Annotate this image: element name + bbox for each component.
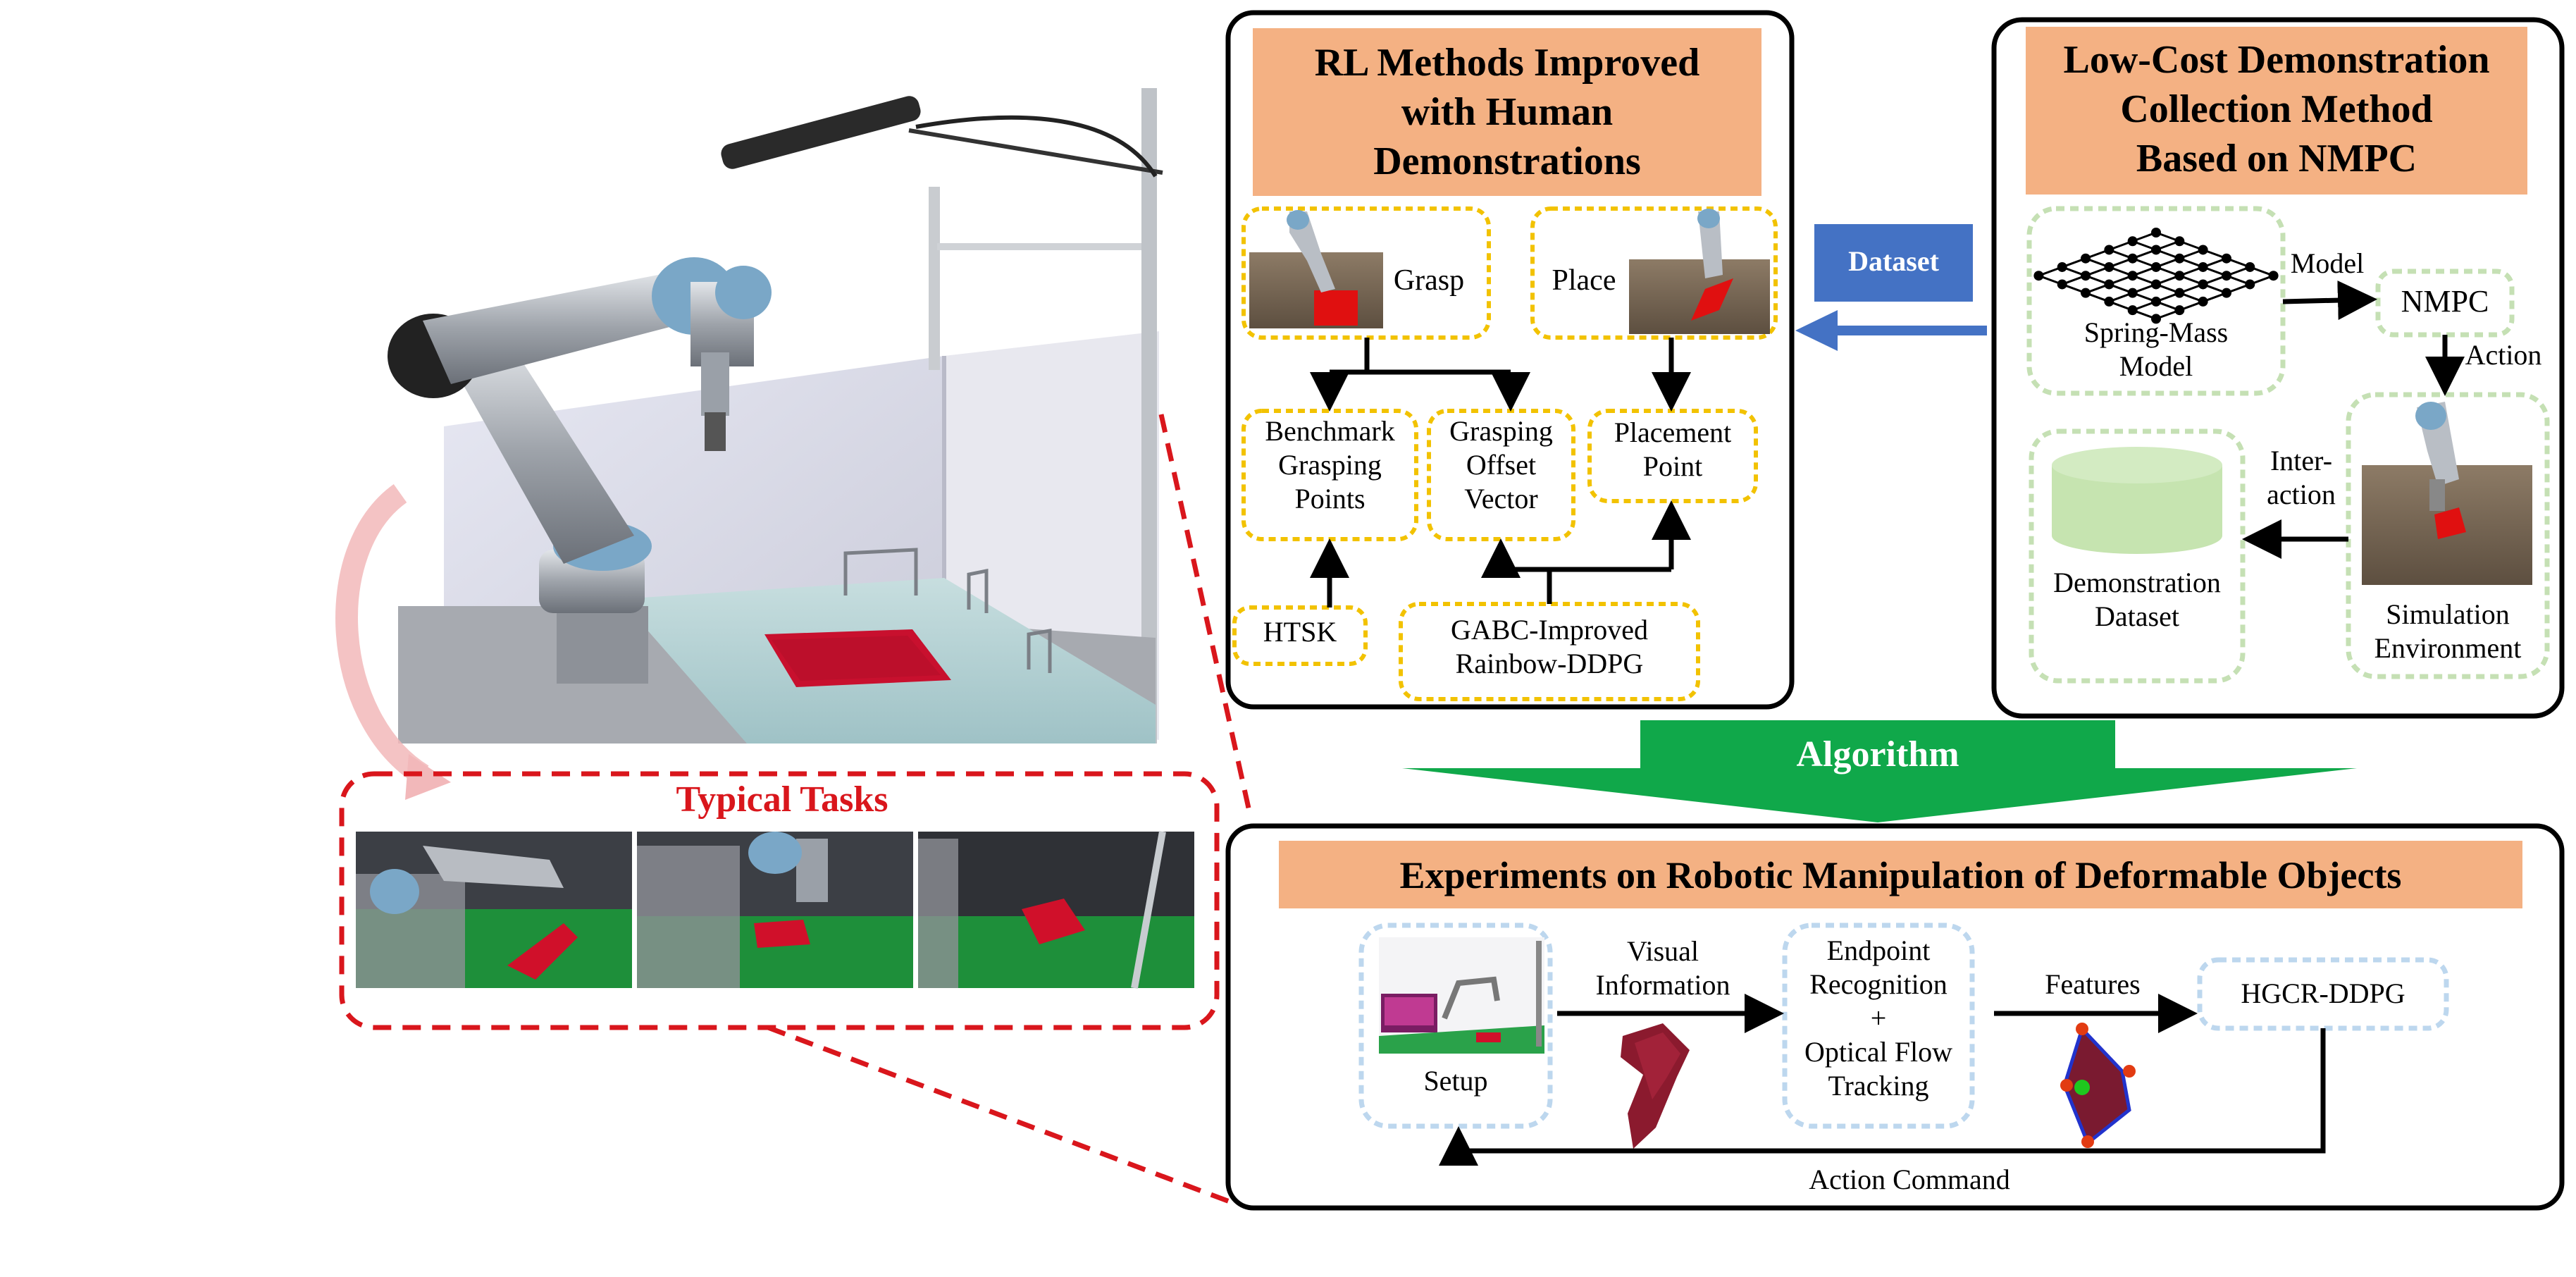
place-label: Place <box>1552 264 1616 297</box>
model-arrow-label: Model <box>2290 247 2365 279</box>
hgcr-ddpg-label: HGCR-DDPG <box>2241 977 2405 1009</box>
spring-mass-grid-icon <box>2033 228 2279 324</box>
features-label: Features <box>2045 968 2141 1000</box>
placement-point-label: Placement Point <box>1614 417 1732 482</box>
task-photo-1 <box>356 832 632 988</box>
action-arrow-label: Action <box>2465 339 2542 371</box>
experiments-arrows <box>1439 994 2326 1166</box>
grasping-offset-vector-label: Grasping Offset Vector <box>1449 415 1553 514</box>
typical-tasks-title: Typical Tasks <box>676 779 888 820</box>
endpoint-recognition-optical-flow-label: Endpoint Recognition + Optical Flow Trac… <box>1804 934 1952 1102</box>
visual-information-label: Visual Information <box>1595 935 1730 1001</box>
algorithm-arrow <box>1402 720 2357 822</box>
rl-arrows <box>1310 338 1691 607</box>
towel-image <box>1621 1023 1690 1149</box>
interaction-arrow-label: Inter- action <box>2267 445 2336 510</box>
setup-label: Setup <box>1423 1065 1488 1097</box>
simulation-environment-image <box>2362 402 2532 585</box>
spring-mass-model-label: Spring-Mass Model <box>2083 316 2229 382</box>
nmpc-panel-title: Low-Cost Demonstration Collection Method… <box>2063 38 2490 180</box>
experiments-header <box>1279 841 2522 908</box>
nmpc-box <box>2375 269 2515 338</box>
place-box <box>1530 206 1778 340</box>
experiments-panel-title: Experiments on Robotic Manipulation of D… <box>1399 854 2402 896</box>
setup-photo <box>1379 937 1544 1054</box>
robot-arm-photo <box>335 88 1163 800</box>
gabc-improved-rainbow-ddpg-label: GABC-Improved Rainbow-DDPG <box>1451 614 1648 679</box>
nmpc-label: NMPC <box>2401 284 2489 319</box>
grasp-label: Grasp <box>1393 264 1465 297</box>
task-photo-2 <box>637 832 913 988</box>
features-image <box>2060 1023 2136 1148</box>
dataset-label-box <box>1814 224 1973 302</box>
dataset-label: Dataset <box>1848 245 1939 277</box>
rl-methods-header <box>1253 28 1761 196</box>
zoom-connector-bottom <box>767 1025 1231 1204</box>
experiments-panel <box>1225 823 2565 1211</box>
place-sim-image <box>1629 209 1770 334</box>
zoom-connector-top <box>1158 414 1253 818</box>
typical-tasks-box <box>339 771 1220 1030</box>
spring-mass-box <box>2026 206 2286 396</box>
task-photo-3 <box>918 831 1194 989</box>
simulation-environment-label: Simulation Environment <box>2374 598 2522 664</box>
demonstration-dataset-label: Demonstration Dataset <box>2053 567 2221 632</box>
database-cylinder-icon <box>2052 447 2222 554</box>
grasp-box <box>1241 206 1491 340</box>
gabc-box <box>1399 602 1700 701</box>
nmpc-header <box>2026 27 2527 195</box>
htsk-box <box>1232 605 1368 666</box>
algorithm-label: Algorithm <box>1796 734 1959 775</box>
benchmark-grasping-points-label: Benchmark Grasping Points <box>1265 415 1395 514</box>
action-command-label: Action Command <box>1809 1164 2010 1195</box>
dataset-arrow <box>1795 310 1987 351</box>
nmpc-arrows <box>2242 280 2465 559</box>
rl-methods-title: RL Methods Improved with Human Demonstra… <box>1314 41 1700 183</box>
hgcr-ddpg-box <box>2197 957 2449 1031</box>
grasp-sim-image <box>1249 210 1383 328</box>
htsk-label: HTSK <box>1263 616 1337 648</box>
